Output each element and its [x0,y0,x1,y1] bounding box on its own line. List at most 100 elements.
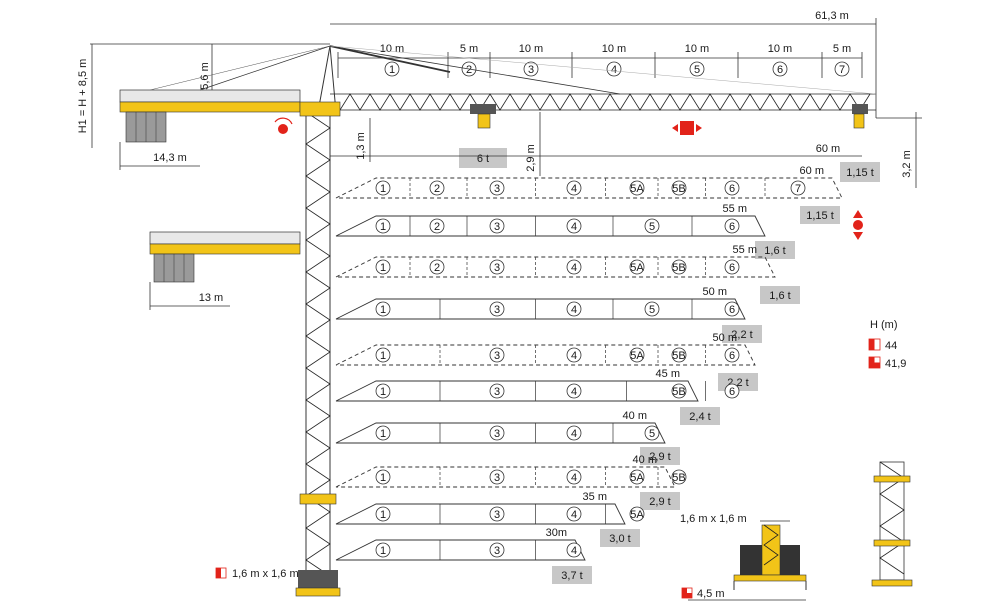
config-section-circle [566,383,582,399]
config-load-box [640,492,680,510]
config-section-number: 1 [380,509,386,521]
config-section-circle [566,425,582,441]
config-radius-label: 45 m [656,368,680,380]
jib-section-6-number: 6 [777,64,783,76]
config-outline [335,256,776,278]
config-section-number: 6 [729,350,735,362]
config-section-circle [489,469,505,485]
jib-section-3-number: 3 [528,64,534,76]
config-outline [335,466,676,488]
config-section-circle [489,218,505,234]
trolley-travel-marker [672,121,702,135]
config-section-circle [629,347,645,363]
jib-section-6-length: 10 m [768,43,792,55]
config-section-circle [489,259,505,275]
config-section-circle [489,301,505,317]
config-load-box [552,566,592,584]
config-load-label: 1,6 t [764,245,785,257]
config-load-label: 2,9 t [649,451,670,463]
config-section-circle [629,259,645,275]
legend-marker-44-icon [869,339,875,350]
chassis-width-label: 4,5 m [697,588,725,600]
config-load-label: 3,0 t [609,533,630,545]
chassis-width-marker-icon [682,588,692,598]
overall-radius-label: 61,3 m [815,10,849,22]
config-section-circle [375,542,391,558]
config-load-label: 2,2 t [731,329,752,341]
config-section-number: 6 [729,262,735,274]
jib-section-1-length: 10 m [380,43,404,55]
config-section-number: 4 [571,304,577,316]
counter-jib-length-dimension: 14,3 m [119,142,200,170]
config-section-number: 6 [729,386,735,398]
config-section-number: 2 [434,262,440,274]
hook-gap-label: 2,9 m [525,144,537,172]
config-section-circle [489,180,505,196]
config-section-number: 1 [380,350,386,362]
config-section-circle [489,425,505,441]
legend-value-41: 41,9 [885,358,906,370]
legend-marker-41-icon [869,357,880,368]
config-section-number: 5B [672,262,685,274]
config-section-number: 5 [649,304,655,316]
config-section-number: 3 [494,350,500,362]
config-section-number: 3 [494,262,500,274]
config-section-number: 3 [494,304,500,316]
config-section-circle [429,218,445,234]
jib-section-1-number: 1 [389,64,395,76]
config-load-label: 2,9 t [649,496,670,508]
config-section-number: 5B [672,350,685,362]
config-section-circle [566,542,582,558]
height-h1-label: H1 = H + 8,5 m [77,59,89,134]
config-section-circle [566,301,582,317]
config-section-circle [375,180,391,196]
height-h1-dimension: H1 = H + 8,5 m 5,6 m [77,43,330,148]
jib-section-5-number: 5 [694,64,700,76]
jib-section-4-number: 4 [611,64,617,76]
config-section-number: 6 [729,183,735,195]
config-load-box [800,206,840,224]
config-load-label: 3,7 t [561,570,582,582]
config-section-number: 2 [434,221,440,233]
max-load-box [459,148,507,168]
config-section-number: 3 [494,428,500,440]
config-section-number: 1 [380,183,386,195]
config-section-number: 1 [380,545,386,557]
jib-section-2-number: 2 [466,64,472,76]
config-section-number: 3 [494,221,500,233]
config-section-number: 4 [571,386,577,398]
slewing-arrow-icon [274,117,293,125]
config-section-number: 5A [630,472,644,484]
config-outline [335,380,699,402]
config-section-circle [629,469,645,485]
jib-section-5-length: 10 m [685,43,709,55]
config-section-circle [724,347,740,363]
config-section-number: 5A [630,262,644,274]
config-section-number: 4 [571,428,577,440]
config-load-box [680,407,720,425]
config-outline [335,539,586,561]
config-section-circle [375,301,391,317]
counter-jib-short-label: 13 m [199,292,223,304]
config-load-box [760,286,800,304]
config-outline [335,177,843,199]
trolley-gap-dimension: 1,3 m [355,118,371,162]
mast-section-note: 1,6 m x 1,6 m [215,567,299,580]
config-section-number: 3 [494,545,500,557]
counter-jib-short-dimension: 13 m [149,282,230,310]
config-section-circle [375,469,391,485]
config-section-number: 1 [380,304,386,316]
config-section-number: 1 [380,428,386,440]
config-load-label: 1,15 t [806,210,834,222]
config-section-circle [671,383,687,399]
config-section-number: 5A [630,183,644,195]
config-section-number: 4 [571,350,577,362]
config-section-circle [644,301,660,317]
config-section-number: 5B [672,472,685,484]
